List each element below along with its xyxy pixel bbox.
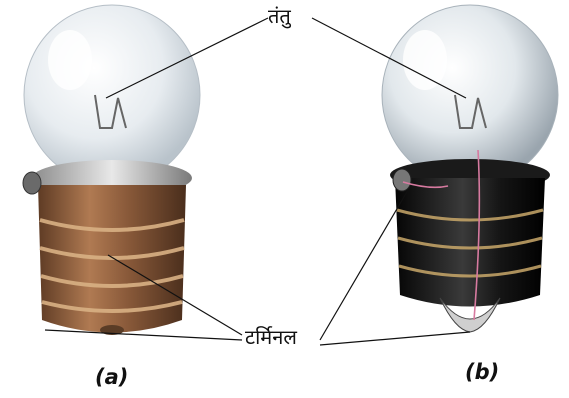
- terminal-leader-a2: [45, 330, 242, 340]
- bulb-b-glass: [382, 5, 558, 185]
- caption-b: (b): [465, 360, 499, 384]
- bulb-a-side-contact: [23, 172, 41, 194]
- terminal-label: टर्मिनल: [245, 323, 297, 350]
- caption-a: (a): [95, 365, 128, 389]
- bulb-b-side-contact: [393, 169, 411, 191]
- bulb-a: [23, 5, 200, 335]
- bulb-a-highlight: [48, 30, 92, 90]
- filament-label: तंतु: [268, 2, 291, 29]
- bulb-b: [382, 5, 558, 332]
- bulb-b-highlight: [403, 30, 447, 90]
- terminal-leader-b1: [320, 190, 408, 340]
- terminal-leader-b2: [320, 332, 470, 345]
